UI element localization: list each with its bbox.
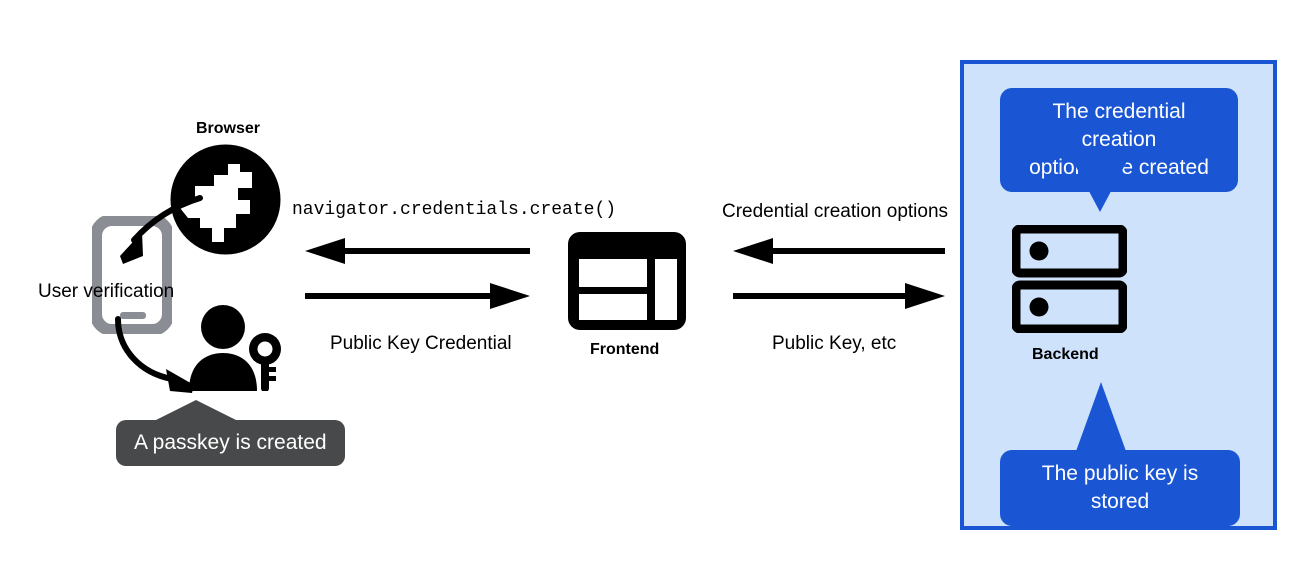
backend-callout-top-pointer-icon (1066, 148, 1134, 212)
arrow-right-browser-icon (305, 283, 530, 309)
arrow-right-backend-icon (733, 283, 945, 309)
curved-arrow-globe-to-device-icon (120, 195, 203, 264)
passkey-tooltip-pointer-icon (152, 400, 240, 422)
backend-label: Backend (1032, 346, 1099, 363)
arrow-left-browser-icon (305, 238, 530, 264)
backend-callout-bottom: The public key is stored (1000, 450, 1240, 526)
frontend-label: Frontend (590, 341, 660, 358)
mobile-device-icon (92, 216, 172, 334)
backend-callout-top-line1: The credential creation (1052, 100, 1186, 151)
user-verification-label: User verification (38, 281, 175, 302)
public-key-etc-label: Public Key, etc (772, 333, 897, 354)
arrow-left-backend-icon (733, 238, 945, 264)
navigator-create-label: navigator.credentials.create() (292, 200, 617, 220)
browser-label: Browser (196, 120, 261, 137)
user-with-key-icon (189, 305, 281, 391)
credential-creation-options-label: Credential creation options (722, 201, 949, 222)
public-key-credential-label: Public Key Credential (330, 333, 512, 354)
curved-arrow-device-to-user-icon (115, 316, 194, 393)
passkey-tooltip: A passkey is created (116, 420, 345, 466)
backend-callout-bottom-box: The public key is stored (1000, 450, 1240, 526)
backend-callout-bottom-pointer-icon (1075, 382, 1127, 454)
browser-window-layout-icon (568, 232, 686, 330)
backend-callout-bottom-line2: stored (1090, 490, 1150, 513)
backend-callout-bottom-line1: The public key is (1041, 462, 1199, 485)
server-rack-icon (1012, 225, 1127, 333)
globe-icon (170, 144, 281, 255)
